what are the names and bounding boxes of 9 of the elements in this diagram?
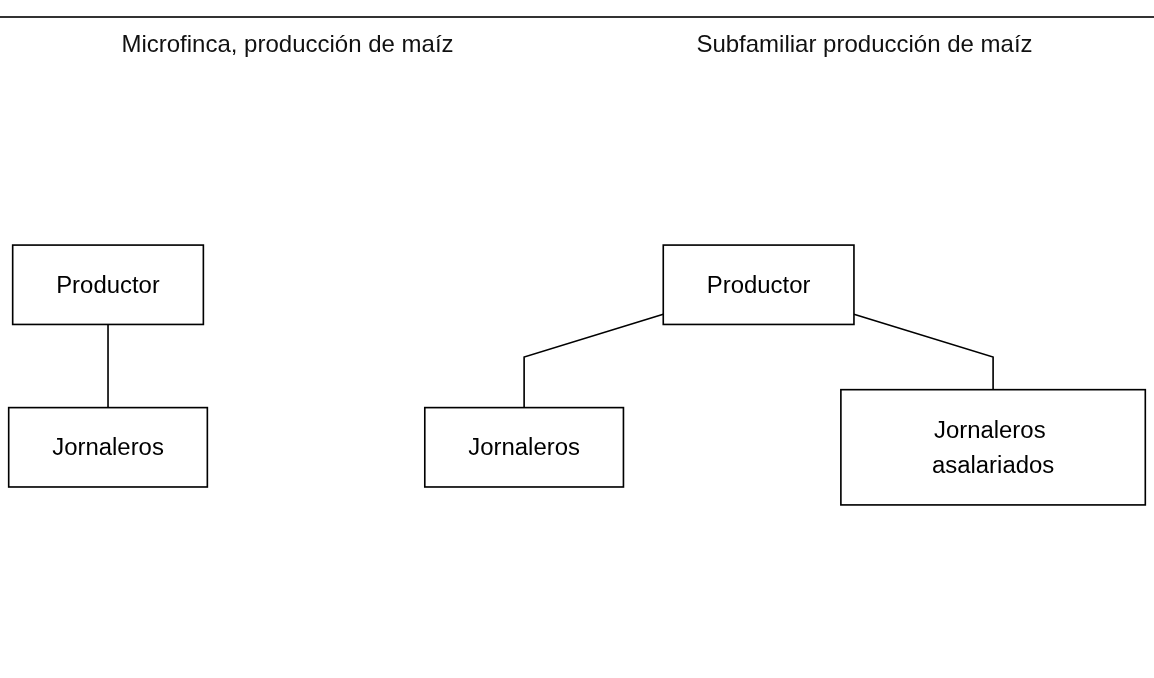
node-box: Jornaleros asalariados xyxy=(840,388,1147,506)
node-box: Jornaleros xyxy=(7,406,209,488)
section-heading: Microfinca, producción de maíz xyxy=(121,30,454,58)
connector xyxy=(107,323,109,409)
section-heading: Subfamiliar producción de maíz xyxy=(696,30,1033,58)
connector xyxy=(853,313,994,391)
node-box: Jornaleros xyxy=(423,406,625,488)
node-box: Productor xyxy=(662,244,855,326)
node-box: Productor xyxy=(11,244,205,326)
